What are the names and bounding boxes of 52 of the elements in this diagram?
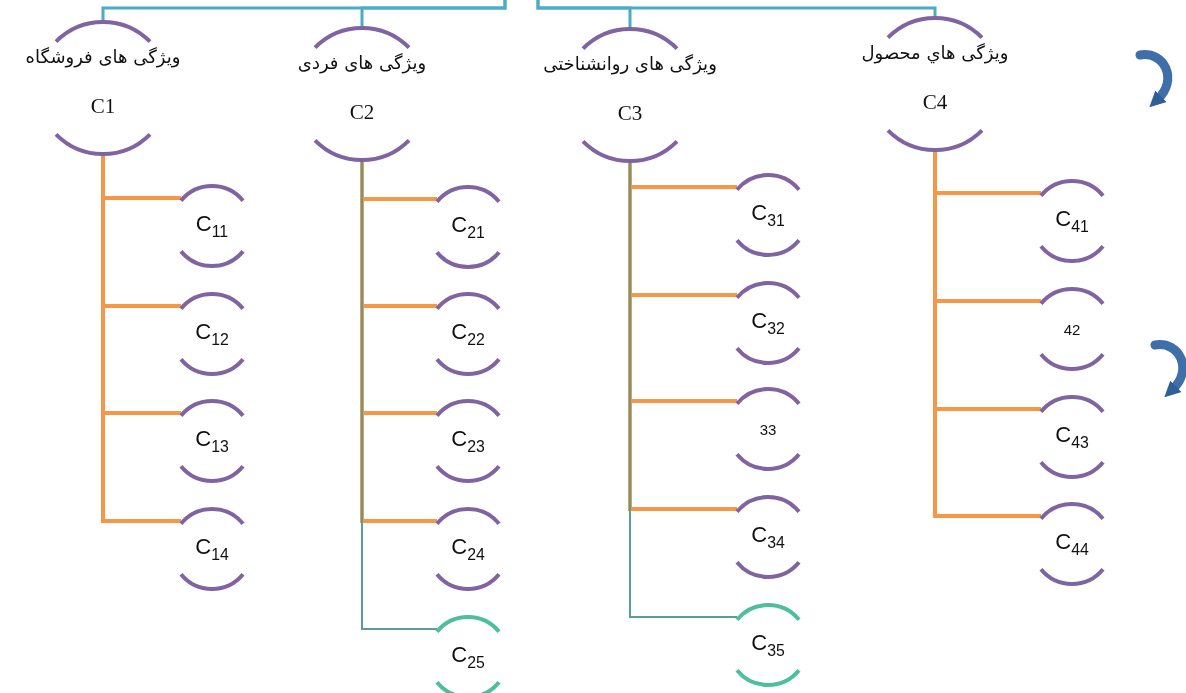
connector-line [628,161,737,511]
connector-line [101,154,181,523]
item-circle [437,616,499,693]
category-title: ویژگی های روانشناختی [542,53,718,74]
item-code: C$_{43}$ [1054,422,1090,452]
item-code: C$_{24}$ [450,534,486,564]
item-circle [181,400,243,482]
item-circle [437,400,499,482]
item-code: C$_{13}$ [194,426,230,456]
category-code: C4 [921,90,949,115]
category-title: ویژگی های فروشگاه [24,46,182,67]
item-code: C$_{23}$ [450,426,486,456]
item-circle [1041,180,1103,262]
item-code: C$_{21}$ [450,212,486,242]
category-title: ویژگی های فردی [296,52,428,73]
item-code: C$_{25}$ [450,642,486,672]
connector-line [360,0,507,28]
connector-line [361,159,438,630]
item-circle [1041,396,1103,478]
item-circle [737,496,799,578]
item-circle [1041,503,1103,585]
category-code: C2 [348,100,376,125]
connector-line [360,160,437,523]
item-code: C$_{14}$ [194,534,230,564]
connector-line [536,0,937,18]
item-code: C$_{34}$ [750,522,786,552]
item-circle [737,174,799,256]
item-circle [181,508,243,590]
item-code: C$_{12}$ [194,319,230,349]
item-code: C$_{11}$ [194,211,230,241]
item-code: C$_{31}$ [750,200,786,230]
item-circle [181,293,243,375]
item-circle [737,604,799,686]
item-code: 42 [1062,320,1082,338]
item-circle [437,293,499,375]
item-code: C$_{41}$ [1054,206,1090,236]
item-code: 33 [758,420,778,438]
category-title: ویژگی هاي محصول [860,42,1010,63]
connector-line [629,160,738,618]
item-circle [437,186,499,268]
item-circle [181,185,243,267]
item-code: C$_{35}$ [750,630,786,660]
item-circle [737,282,799,364]
category-code: C1 [89,94,117,119]
item-circle [437,508,499,590]
item-circle [1041,288,1103,370]
item-code: C$_{22}$ [450,319,486,349]
item-code: C$_{32}$ [750,308,786,338]
connector-line [933,150,1041,518]
item-circle [737,388,799,470]
category-code: C3 [616,101,644,126]
item-code: C$_{44}$ [1054,529,1090,559]
